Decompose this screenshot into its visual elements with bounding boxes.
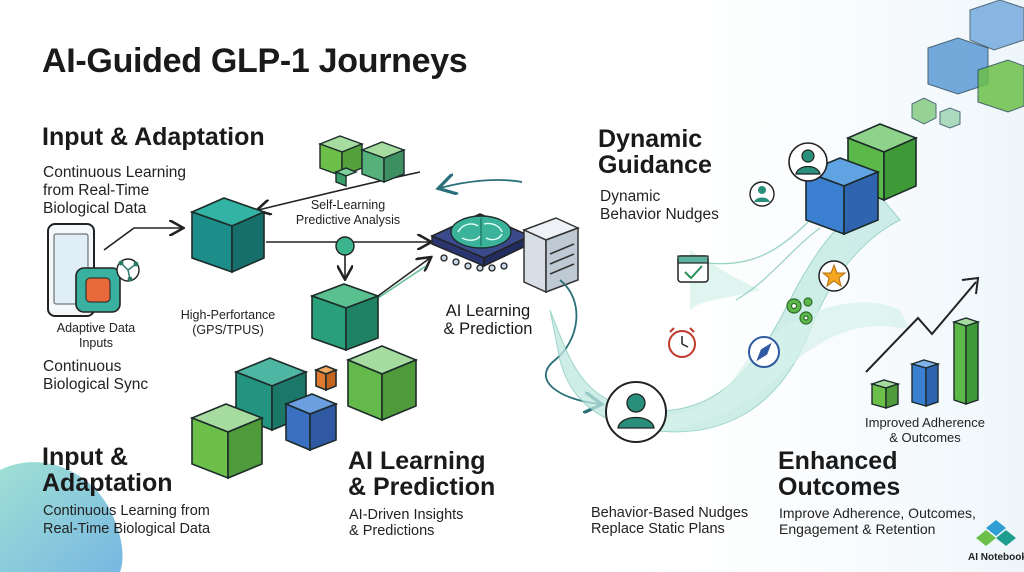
input-top-line3: Biological Data [43,200,147,217]
high-performance-line1: High-Perfortance [180,308,276,322]
adaptive-inputs-label2: Inputs [78,336,114,350]
input-bottom-heading1: Input & [42,443,129,471]
dynamic-sub2: Behavior Nudges [600,206,719,223]
ai-mid-line1: AI Learning [445,302,531,320]
cubes-right [803,123,919,236]
dynamic-heading1: Dynamic [598,125,703,153]
ai-notebook-logo-icon [976,520,1016,546]
teal-arrows [440,180,600,404]
input-bottom-line2: Real-Time Biological Data [43,521,211,537]
enhanced-line1: Improve Adherence, Outcomes, [779,505,976,521]
chip-brain-icon [430,213,532,272]
person-icon-small [749,181,775,207]
nudges-line2: Replace Static Plans [591,521,725,537]
input-top-line1: Continuous Learning [43,164,187,181]
biological-sync-line1: Continuous [43,358,122,375]
ai-bottom-heading1: AI Learning [348,447,486,475]
dynamic-heading2: Guidance [598,151,712,179]
ai-bottom-line1: AI-Driven Insights [349,507,464,523]
cubes-top [318,135,406,188]
input-top-heading: Input & Adaptation [42,123,265,151]
input-top-line2: from Real-Time [43,182,150,199]
dynamic-sub1: Dynamic [600,188,661,205]
person-icon [788,142,828,182]
enhanced-heading2: Outcomes [778,473,901,501]
nudges-line1: Behavior-Based Nudges [591,505,749,521]
input-bottom-line1: Continuous Learning from [43,503,210,519]
biological-sync-line2: Biological Sync [43,376,149,393]
adaptive-inputs-label1: Adaptive Data [56,321,136,335]
person-icon-large [605,381,667,443]
ai-mid-line2: & Prediction [443,320,533,338]
cube-middle [309,283,381,352]
high-performance-line2: (GPS/TPUS) [192,323,264,337]
junction-node [335,236,355,256]
tablet-icon [47,223,140,317]
growth-arrow-icon [865,276,981,409]
self-learning-line2: Predictive Analysis [295,213,401,227]
right-background [560,0,1024,572]
decor-cubes-top-right [911,0,1024,129]
corner-blob [0,462,123,572]
calendar-icon [677,255,709,283]
ai-bottom-line2: & Predictions [349,523,435,539]
ai-bottom-heading2: & Prediction [348,473,496,501]
star-icon [818,260,850,292]
flow-arrows-left [103,171,430,303]
enhanced-line2: Engagement & Retention [779,521,936,537]
compass-icon [748,336,780,368]
enhanced-heading1: Enhanced [778,447,898,475]
brand-label: AI Notebook [968,552,1024,563]
input-bottom-heading2: Adaptation [42,469,173,497]
improved-line2: & Outcomes [889,430,961,445]
page-title: AI-Guided GLP-1 Journeys [42,42,468,80]
self-learning-line1: Self-Learning [310,198,386,212]
cubes-stack-bottom [189,345,419,480]
gear-icon [786,297,813,325]
improved-line1: Improved Adherence [865,415,985,430]
alarm-clock-icon [668,327,696,358]
server-icon [522,217,580,294]
cube-main [189,197,267,274]
